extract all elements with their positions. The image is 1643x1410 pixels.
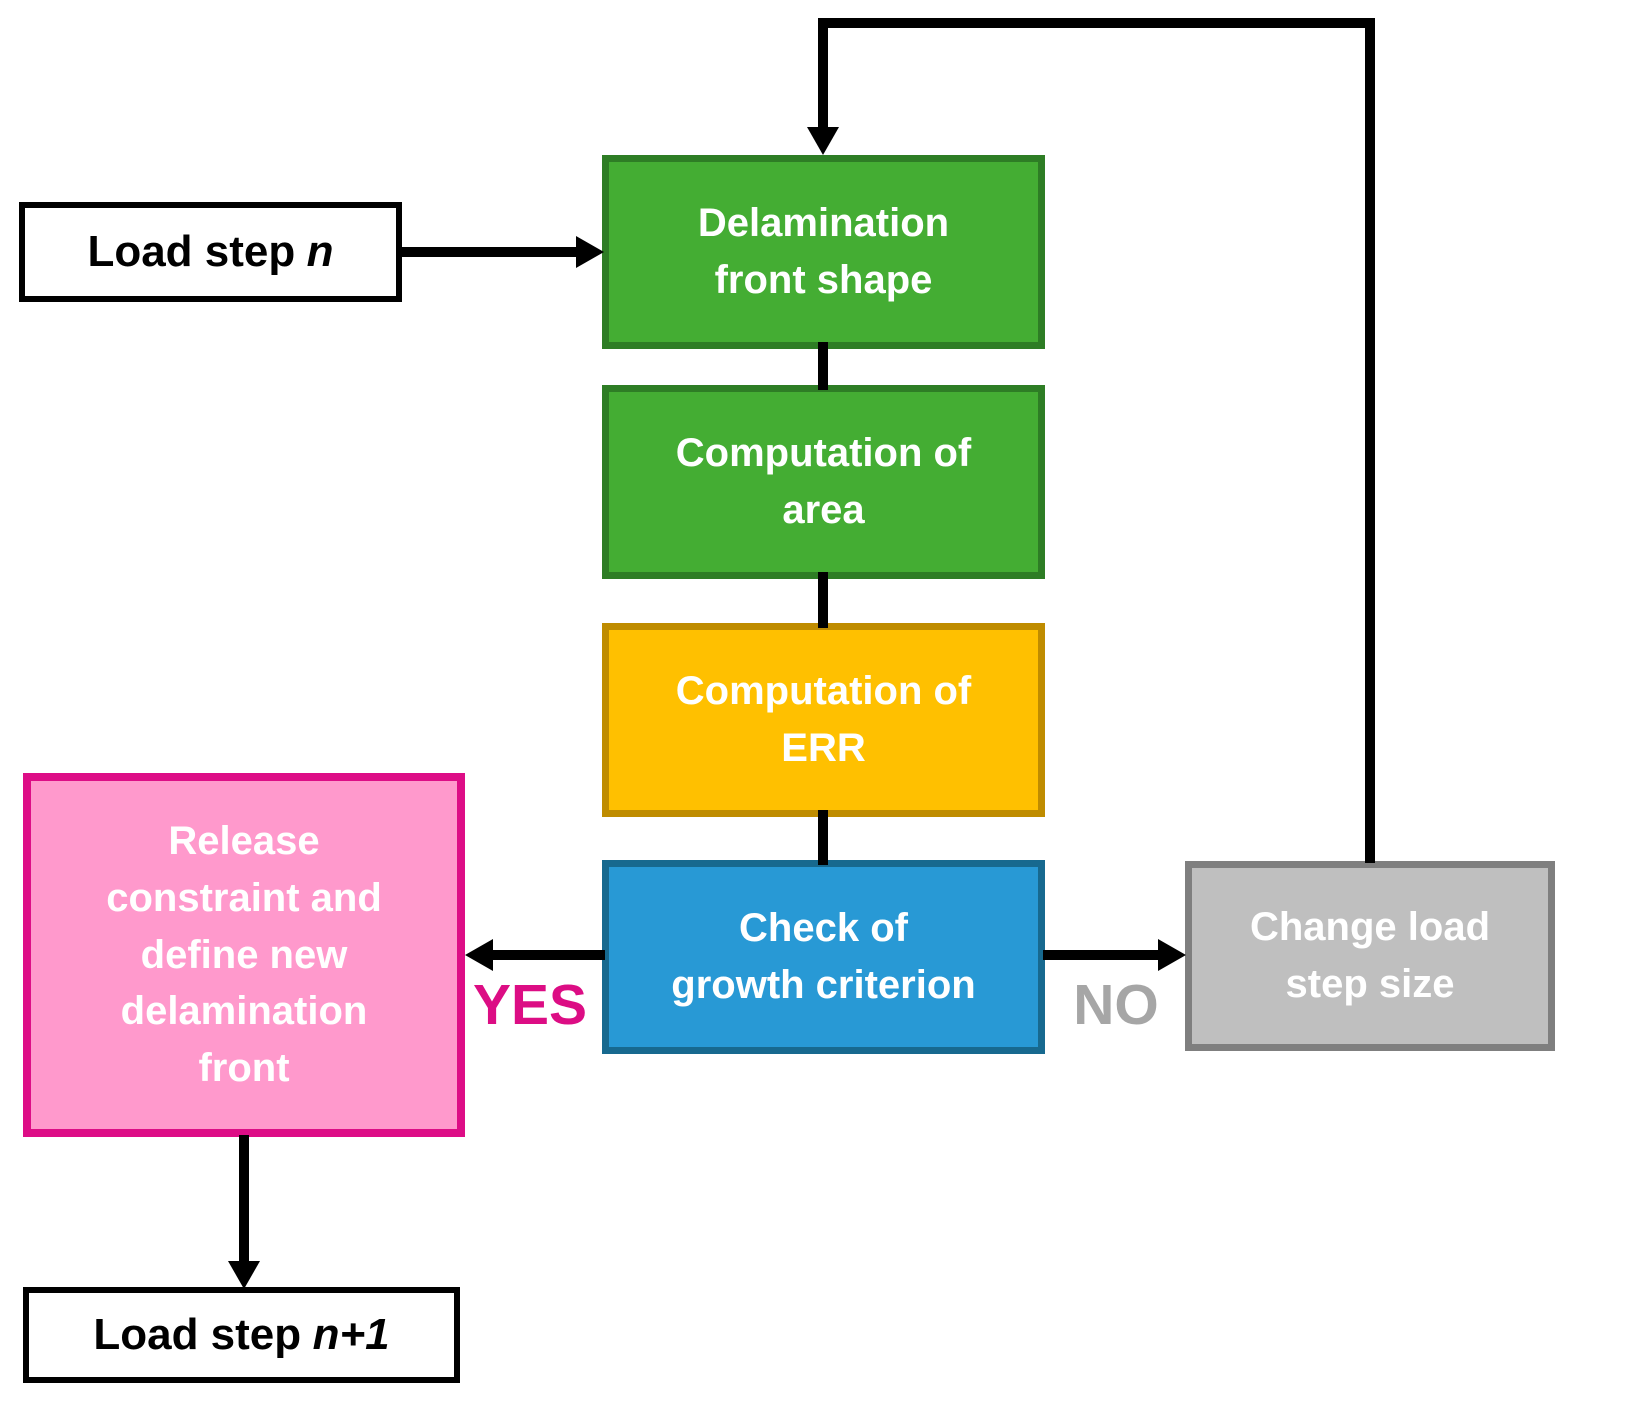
connector-check-to-release xyxy=(491,950,605,960)
node-computation-of-err: Computation of ERR xyxy=(602,623,1045,817)
node-delamination-front-shape: Delamination front shape xyxy=(602,155,1045,349)
connector-loadn-to-frontshape xyxy=(400,247,578,257)
node-label: Computation of ERR xyxy=(675,669,972,770)
node-label: Computation of area xyxy=(675,431,972,532)
connector-area-to-err xyxy=(818,572,828,628)
node-computation-of-area: Computation of area xyxy=(602,385,1045,579)
arrowhead-down-icon xyxy=(228,1261,260,1289)
connector-err-to-check xyxy=(818,810,828,865)
feedback-loop-vertical-left xyxy=(818,18,828,130)
node-label: Delamination front shape xyxy=(697,201,950,302)
node-release-constraint: Release constraint and define new delami… xyxy=(23,773,465,1137)
feedback-loop-horizontal-top xyxy=(818,18,1375,28)
arrowhead-right-icon xyxy=(1158,939,1186,971)
arrowhead-left-icon xyxy=(465,939,493,971)
node-label: Check of growth criterion xyxy=(671,906,976,1007)
feedback-loop-vertical-right xyxy=(1365,18,1375,863)
arrowhead-right-icon xyxy=(576,236,604,268)
connector-check-to-change xyxy=(1043,950,1158,960)
node-change-load-step-size: Change load step size xyxy=(1185,861,1555,1051)
no-branch-label: NO xyxy=(1073,973,1159,1037)
connector-frontshape-to-area xyxy=(818,342,828,390)
connector-release-to-loadn1 xyxy=(239,1135,249,1265)
arrowhead-down-icon xyxy=(807,127,839,155)
step-variable: n xyxy=(306,227,334,276)
yes-branch-label: YES xyxy=(472,973,588,1037)
node-label: Release constraint and define new delami… xyxy=(106,819,382,1091)
step-variable: n+1 xyxy=(312,1310,390,1359)
node-check-growth-criterion: Check of growth criterion xyxy=(602,860,1045,1054)
node-label: Change load step size xyxy=(1249,905,1491,1006)
